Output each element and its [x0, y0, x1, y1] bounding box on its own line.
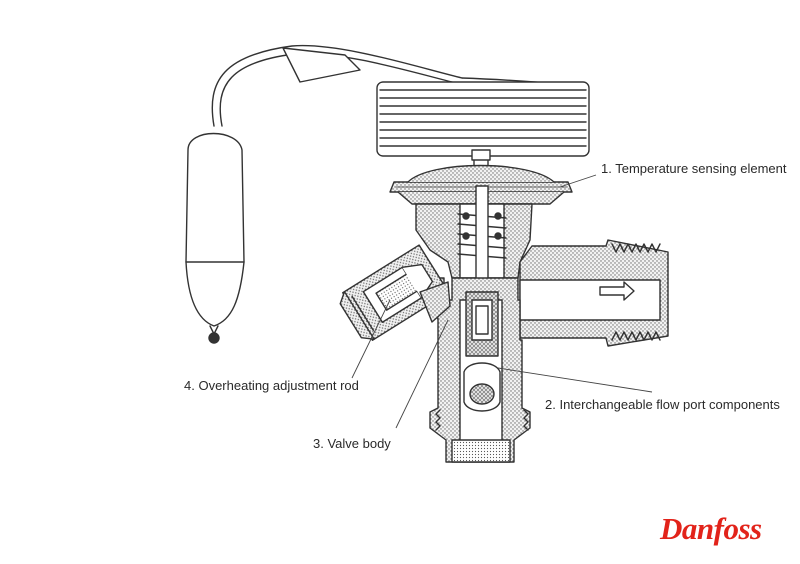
outlet-connector	[519, 239, 669, 347]
leader-flow-port	[497, 367, 653, 393]
danfoss-logo: Danfoss	[660, 511, 762, 546]
leader-lines	[351, 174, 653, 429]
leader-overheating-rod	[351, 299, 391, 379]
leader-temp-sensing	[559, 174, 597, 188]
label-temperature-sensing-element: 1. Temperature sensing element	[601, 161, 787, 176]
capillary-coil	[376, 81, 590, 157]
sensing-bulb	[185, 132, 245, 344]
superheat-adjustment-assembly	[339, 244, 450, 341]
main-valve-body	[429, 277, 531, 463]
label-overheating-adjustment-rod: 4. Overheating adjustment rod	[184, 378, 359, 393]
tube-clamp	[282, 47, 361, 83]
label-flow-port-components: 2. Interchangeable flow port components	[545, 397, 780, 412]
leader-valve-body	[395, 319, 449, 429]
label-valve-body: 3. Valve body	[313, 436, 391, 451]
